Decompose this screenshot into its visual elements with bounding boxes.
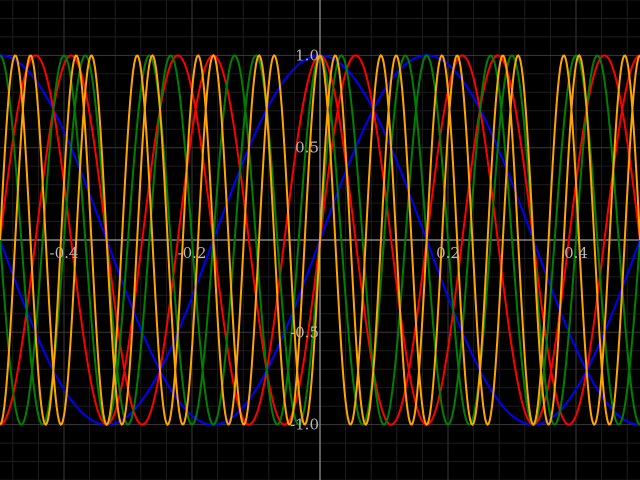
tick-labels: -0.4 -0.2 0.2 0.4 1.0 0.5 -0.5 -1.0: [50, 46, 588, 433]
y-tick-label: 1.0: [295, 46, 319, 64]
series-line: [0, 53, 640, 427]
y-tick-label: 0.5: [295, 139, 319, 157]
series-layer: [0, 53, 640, 427]
series-line: [0, 53, 640, 427]
x-tick-label: -0.4: [50, 244, 79, 262]
x-tick-label: 0.4: [564, 244, 588, 262]
x-tick-label: -0.2: [178, 244, 207, 262]
y-tick-label: -1.0: [290, 416, 319, 434]
x-tick-label: 0.2: [436, 244, 460, 262]
y-tick-label: -0.5: [290, 323, 319, 341]
